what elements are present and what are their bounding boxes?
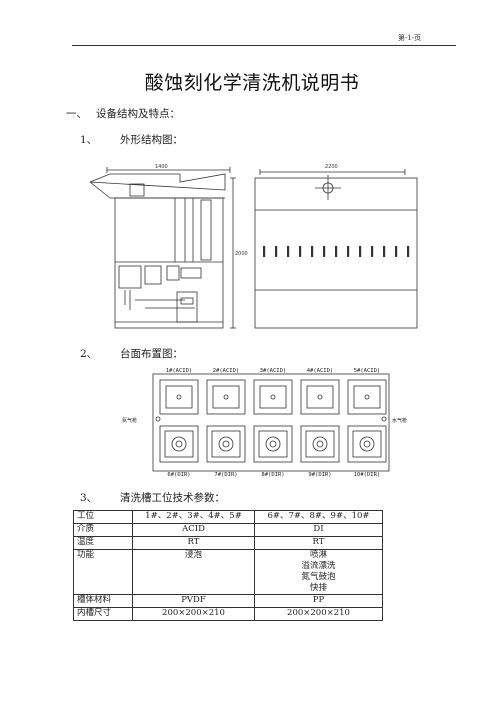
tank-4-label: 4#(ACID) bbox=[307, 368, 334, 374]
tank-3-label: 3#(ACID) bbox=[260, 368, 287, 374]
section-heading: 一、设备结构及特点： bbox=[66, 106, 180, 121]
table-row: 工位 1#、2#、3#、4#、5# 6#、7#、8#、9#、10# bbox=[73, 510, 383, 524]
left-width-dimension: 1400 bbox=[155, 164, 168, 170]
tank-7-label: 7#(DIR) bbox=[214, 472, 237, 478]
table-cell: 介质 bbox=[73, 523, 133, 537]
tank-8-label: 8#(DIR) bbox=[261, 472, 284, 478]
function-item: 喷淋 bbox=[309, 550, 327, 560]
section-text: 设备结构及特点： bbox=[96, 108, 180, 120]
tank-10-label: 10#(DIR) bbox=[354, 472, 381, 478]
header-rule bbox=[72, 45, 456, 46]
table-cell: 喷淋 溢流漂洗 氮气鼓泡 快排 bbox=[254, 549, 383, 595]
table-cell: 工位 bbox=[73, 510, 133, 524]
bench-layout-drawing: 1#(ACID) 2#(ACID) 3#(ACID) 4#(ACID) 5#(A… bbox=[122, 368, 407, 478]
table-cell: 200×200×210 bbox=[254, 607, 383, 621]
table-cell: 1#、2#、3#、4#、5# bbox=[132, 510, 255, 524]
function-item: 氮气鼓泡 bbox=[301, 572, 336, 582]
function-item: 快排 bbox=[309, 583, 327, 593]
table-cell: 槽体材料 bbox=[73, 594, 133, 608]
table-cell: 内槽尺寸 bbox=[73, 607, 133, 621]
table-row: 温度 RT RT bbox=[73, 536, 383, 550]
subsection-number: 1、 bbox=[80, 134, 98, 146]
table-cell: PVDF bbox=[132, 594, 255, 608]
subsection-number: 2、 bbox=[80, 348, 98, 360]
subsection-text: 清洗槽工位技术参数： bbox=[120, 492, 225, 504]
tank-5-label: 5#(ACID) bbox=[354, 368, 381, 374]
tank-9-label: 9#(DIR) bbox=[308, 472, 331, 478]
table-row: 功能 浸泡 喷淋 溢流漂洗 氮气鼓泡 快排 bbox=[73, 549, 383, 595]
left-height-dimension: 2000 bbox=[235, 251, 248, 257]
di-tank-row bbox=[159, 425, 387, 463]
subsection-text: 外形结构图： bbox=[120, 134, 183, 146]
table-cell: ACID bbox=[132, 523, 255, 537]
tank-2-label: 2#(ACID) bbox=[213, 368, 240, 374]
table-cell: 6#、7#、8#、9#、10# bbox=[254, 510, 383, 524]
nitrogen-gun-label: 氮气枪 bbox=[122, 417, 137, 424]
tank-parameters-table: 工位 1#、2#、3#、4#、5# 6#、7#、8#、9#、10# 介质 ACI… bbox=[73, 510, 383, 621]
section-number: 一、 bbox=[66, 108, 87, 120]
table-cell: PP bbox=[254, 594, 383, 608]
table-cell: RT bbox=[132, 536, 255, 550]
water-gun-label: 水气枪 bbox=[392, 417, 407, 424]
tank-1-label: 1#(ACID) bbox=[166, 368, 193, 374]
table-cell: DI bbox=[254, 523, 383, 537]
exterior-structure-drawing: 1400 2000 2200 bbox=[89, 164, 418, 329]
right-width-dimension: 2200 bbox=[325, 164, 338, 170]
table-cell: 温度 bbox=[73, 536, 133, 550]
subsection-3-heading: 3、 清洗槽工位技术参数： bbox=[80, 490, 225, 505]
acid-tank-row bbox=[159, 379, 387, 415]
subsection-1-heading: 1、 外形结构图： bbox=[80, 132, 183, 147]
table-row: 槽体材料 PVDF PP bbox=[73, 594, 383, 608]
table-cell: 浸泡 bbox=[132, 549, 255, 595]
function-item: 溢流漂洗 bbox=[301, 561, 336, 571]
table-cell: RT bbox=[254, 536, 383, 550]
page-number: 第-1-页 bbox=[398, 34, 422, 42]
subsection-text: 台面布置图： bbox=[120, 348, 183, 360]
tank-6-label: 6#(DIR) bbox=[167, 472, 190, 478]
document-title: 酸蚀刻化学清洗机说明书 bbox=[144, 72, 360, 94]
table-cell: 功能 bbox=[73, 549, 133, 595]
table-cell: 200×200×210 bbox=[132, 607, 255, 621]
table-row: 内槽尺寸 200×200×210 200×200×210 bbox=[73, 607, 383, 621]
subsection-2-heading: 2、 台面布置图： bbox=[80, 346, 183, 361]
subsection-number: 3、 bbox=[80, 492, 98, 504]
table-row: 介质 ACID DI bbox=[73, 523, 383, 537]
